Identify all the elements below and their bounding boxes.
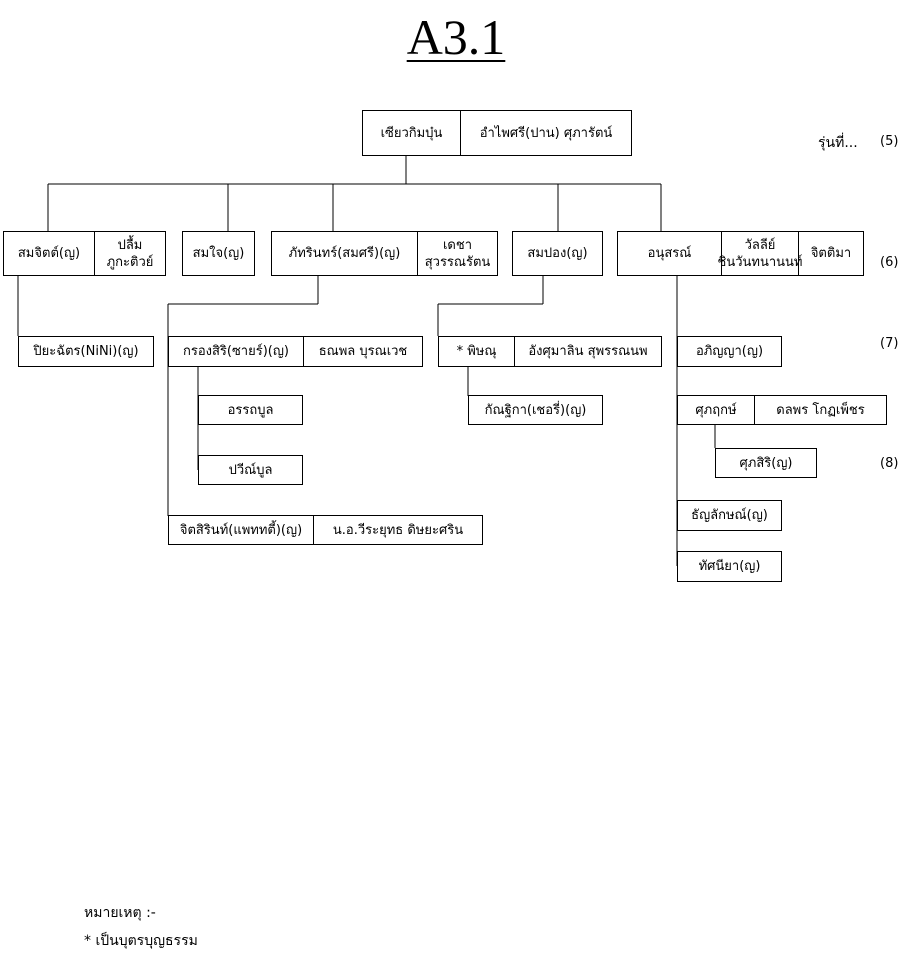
note-adopted-child: * เป็นบุตรบุญธรรม — [84, 933, 198, 949]
grandchild-6-couple: ศุภฤกษ์ ดลพร โกฏเพ็ชร — [677, 395, 887, 425]
child-1-spouse-first-name: ปลื้ม — [117, 237, 143, 253]
child-1-couple: สมจิตต์(ญ) ปลื้ม ภูกะติวย์ — [3, 231, 166, 276]
grandchild-2-person: กรองสิริ(ซายร์)(ญ) — [182, 344, 289, 359]
grandchild-3-couple: จิตสิรินท์(แพททตี้)(ญ) น.อ.วีระยุทธ ดิษย… — [168, 515, 483, 545]
grandchild-4-spouse: อังศุมาลิน สุพรรณนพ — [514, 337, 661, 366]
child-1-person: สมจิตต์(ญ) — [17, 246, 81, 261]
note-heading: หมายเหตุ :- — [84, 905, 156, 921]
child-5-spouse-1-surname: ชินวันทนานนท์ — [717, 254, 803, 270]
root-spouse: อำไพศรี(ปาน) ศุภารัตน์ — [460, 111, 631, 155]
grandchild-8-person: ทัศนียา(ญ) — [677, 551, 782, 582]
page-title: A3.1 — [406, 9, 506, 65]
child-1-spouse-surname: ภูกะติวย์ — [106, 254, 154, 270]
child-3-person: ภัทรินทร์(สมศรี)(ญ) — [288, 246, 401, 261]
generation-5-label: (5) — [880, 134, 899, 149]
grandchild-6-person: ศุภฤกษ์ — [695, 402, 737, 418]
generation-8-label: (8) — [880, 456, 899, 471]
child-1-spouse: ปลื้ม ภูกะติวย์ — [94, 232, 165, 275]
grandchild-4-couple: * พิษณุ อังศุมาลิน สุพรรณนพ — [438, 336, 662, 367]
grandchild-1-person: ปิยะฉัตร(NiNi)(ญ) — [18, 336, 154, 367]
child-5-family: อนุสรณ์ วัลลีย์ ชินวันทนานนท์ จิตติมา — [617, 231, 864, 276]
grandchild-3-spouse: น.อ.วีระยุทธ ดิษยะศริน — [313, 516, 482, 544]
great-grandchild-2-person: ปวีณ์บูล — [198, 455, 303, 485]
child-2-person: สมใจ(ญ) — [182, 231, 255, 276]
great-grandchild-1-person: อรรถบูล — [198, 395, 303, 425]
grandchild-7-person: ธัญลักษณ์(ญ) — [677, 500, 782, 531]
child-3-spouse-surname: สุวรรณรัตน — [424, 254, 491, 270]
root-couple: เซียวกิมบุ๋น อำไพศรี(ปาน) ศุภารัตน์ — [362, 110, 632, 156]
generation-7-label: (7) — [880, 336, 899, 351]
grandchild-5-person: อภิญญา(ญ) — [677, 336, 782, 367]
grandchild-6-spouse: ดลพร โกฏเพ็ชร — [754, 396, 886, 424]
child-3-spouse: เดชา สุวรรณรัตน — [417, 232, 497, 275]
grandchild-2-spouse: ธณพล บุรณเวช — [303, 337, 422, 366]
grandchild-3-person: จิตสิรินท์(แพททตี้)(ญ) — [179, 522, 303, 538]
root-person: เซียวกิมบุ๋น — [380, 125, 443, 141]
great-grandchild-3-person: กัณฐิกา(เชอรี่)(ญ) — [468, 395, 603, 425]
child-4-person: สมปอง(ญ) — [512, 231, 603, 276]
generation-label: รุ่นที่... — [818, 135, 858, 151]
child-3-spouse-first-name: เดชา — [442, 237, 472, 253]
child-5-person: อนุสรณ์ — [647, 246, 692, 261]
grandchild-2-couple: กรองสิริ(ซายร์)(ญ) ธณพล บุรณเวช — [168, 336, 423, 367]
child-5-spouse-2: จิตติมา — [798, 232, 863, 275]
grandchild-4-person: * พิษณุ — [456, 344, 497, 359]
child-3-couple: ภัทรินทร์(สมศรี)(ญ) เดชา สุวรรณรัตน — [271, 231, 498, 276]
great-grandchild-4-person: ศุภสิริ(ญ) — [715, 448, 817, 478]
child-5-spouse-1-first-name: วัลลีย์ — [744, 237, 776, 253]
child-5-spouse-1: วัลลีย์ ชินวันทนานนท์ — [718, 232, 803, 275]
generation-6-label: (6) — [880, 255, 899, 270]
